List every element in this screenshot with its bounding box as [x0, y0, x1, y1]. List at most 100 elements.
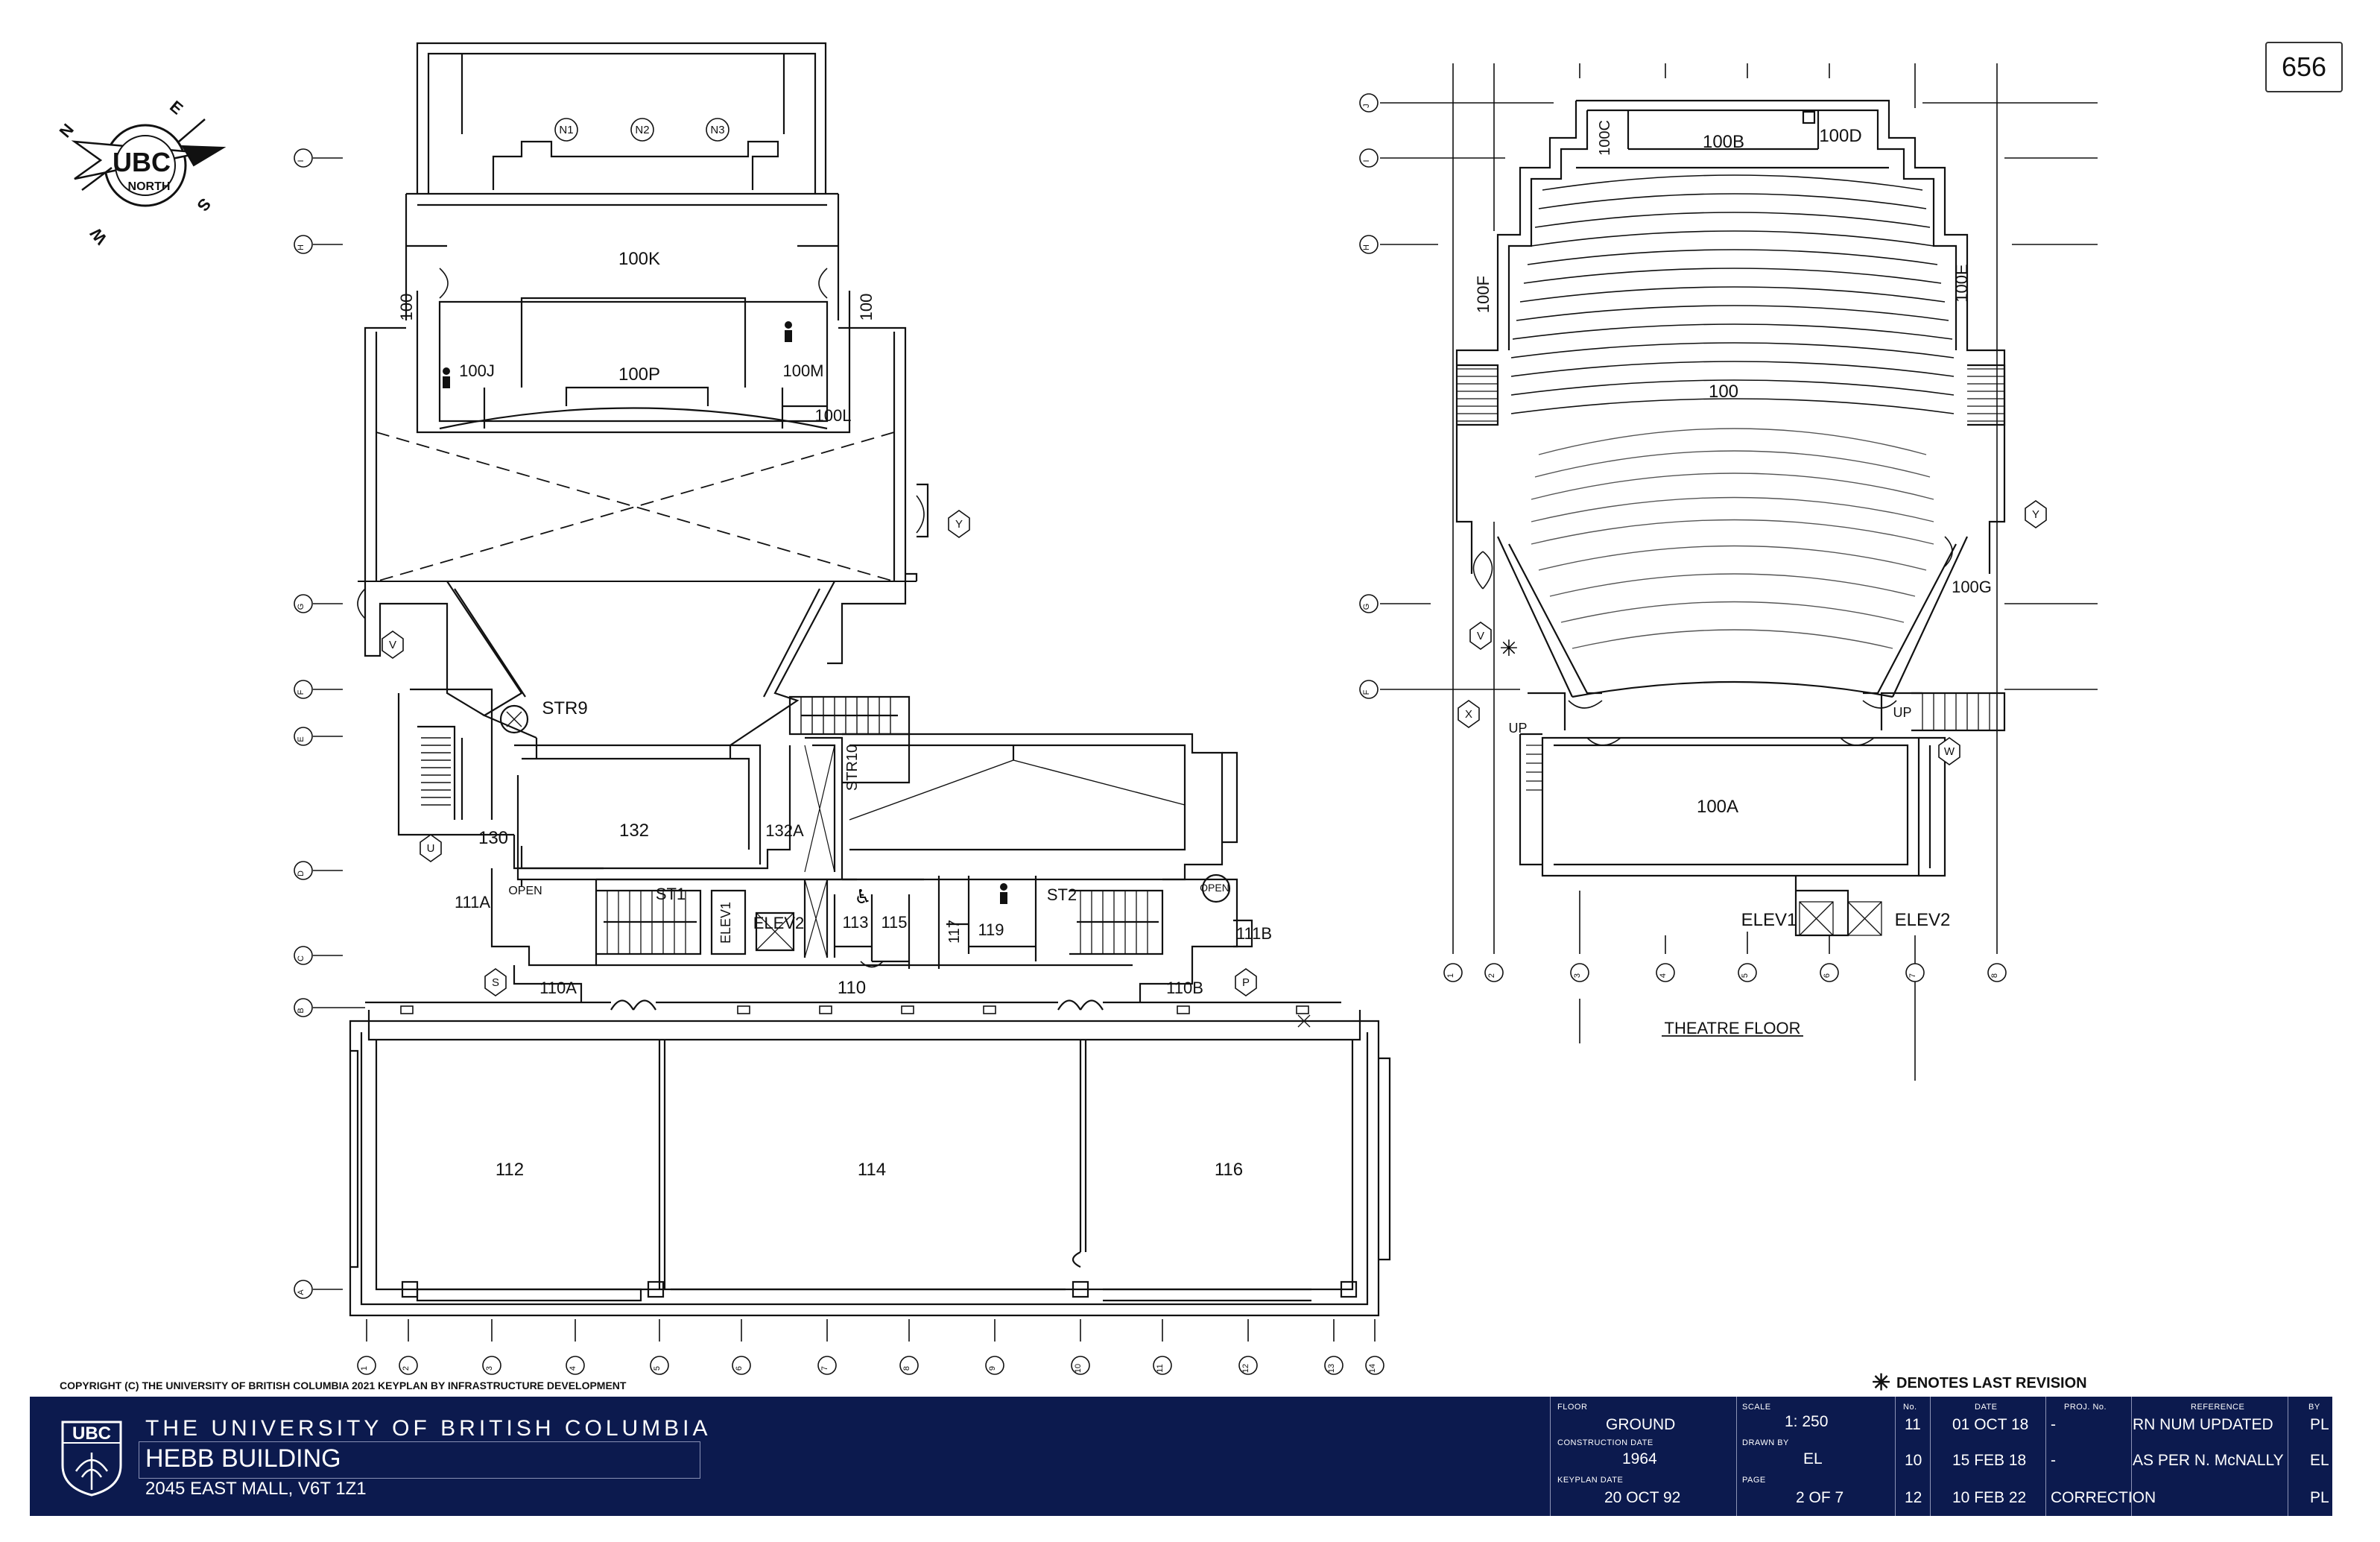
- grid-row-label: F: [297, 689, 306, 695]
- entry-marker-label: U: [427, 842, 435, 855]
- rev-proj-label: PROJ. No.: [2064, 1403, 2107, 1412]
- entry-marker-label: V: [389, 639, 396, 651]
- grid-row-label: G: [1362, 604, 1371, 610]
- revision-proj-no-cell: -: [2051, 1416, 2056, 1433]
- grid-row-label: B: [297, 1008, 306, 1013]
- room-label: UP: [1893, 705, 1911, 720]
- divider: [2131, 1397, 2132, 1516]
- grid-row-label: I: [1362, 159, 1371, 162]
- theatre-plan-title: THEATRE FLOOR: [1665, 1019, 1801, 1037]
- room-label: ELEV2: [1895, 910, 1951, 930]
- room-label: 113: [842, 913, 868, 932]
- grid-row-label: F: [1362, 689, 1371, 695]
- grid-column-label: 3: [485, 1366, 494, 1371]
- compass-east-letter: E: [166, 97, 186, 119]
- building-name: HEBB BUILDING: [145, 1444, 341, 1473]
- room-label: STR9: [542, 698, 587, 718]
- room-label: OPEN: [508, 885, 542, 897]
- grid-column-label: 5: [653, 1366, 662, 1371]
- grid-column-label: 5: [1741, 973, 1750, 978]
- grid-column-label: 8: [902, 1366, 911, 1371]
- grid-column-label: 6: [735, 1366, 744, 1371]
- grid-row-label: H: [1362, 244, 1371, 250]
- room-label: 115: [881, 913, 907, 932]
- room-label: 111B: [1236, 924, 1272, 943]
- rev-date-label: DATE: [1975, 1403, 1998, 1412]
- title-block: UBC THE UNIVERSITY OF BRITISH COLUMBIA H…: [30, 1397, 2332, 1516]
- room-label: 130: [478, 828, 508, 848]
- ubc-crest-icon: UBC: [61, 1421, 122, 1497]
- grid-row-label: H: [297, 244, 306, 250]
- construction-date-label: CONSTRUCTION DATE: [1557, 1438, 1653, 1447]
- revision-reference-cell: RN NUM UPDATED: [2133, 1416, 2273, 1433]
- room-label: 100E: [1952, 264, 1971, 302]
- room-label: UP: [1508, 721, 1527, 736]
- grid-column-label: 8: [1990, 973, 1999, 978]
- revision-no-cell: 11: [1905, 1416, 1921, 1433]
- grid-row-label: G: [297, 604, 306, 610]
- room-label: 114: [858, 1160, 886, 1180]
- rev-ref-label: REFERENCE: [2191, 1403, 2245, 1412]
- entry-marker-label: Y: [2032, 508, 2039, 521]
- room-label: ST1: [656, 885, 686, 903]
- room-label: ELEV1: [1741, 910, 1797, 930]
- grid-column-label: 1: [360, 1366, 369, 1371]
- room-label: 100M: [782, 361, 823, 380]
- revision-reference-cell: AS PER N. McNALLY: [2133, 1452, 2284, 1469]
- revision-no-cell: 12: [1905, 1489, 1922, 1506]
- drawn-by-label: DRAWN BY: [1742, 1438, 1789, 1447]
- entry-marker-label: W: [1944, 745, 1955, 758]
- grid-column-label: 9: [988, 1366, 997, 1371]
- north-arrow-compass: [71, 119, 227, 207]
- grid-row-label: A: [297, 1289, 306, 1295]
- grid-column-label: 7: [820, 1366, 829, 1371]
- grid-column-label: 12: [1241, 1364, 1250, 1373]
- room-label: ELEV1: [718, 902, 733, 944]
- floor-label: FLOOR: [1557, 1403, 1588, 1412]
- grid-column-label: 4: [1659, 973, 1668, 978]
- entry-marker-label: Y: [955, 518, 963, 531]
- room-label: 110A: [539, 979, 577, 997]
- room-label: 100G: [1952, 578, 1992, 596]
- entry-marker-label: P: [1242, 976, 1250, 989]
- construction-date-value: 1964: [1622, 1450, 1657, 1467]
- revision-no-cell: 10: [1905, 1452, 1922, 1469]
- entry-marker-label: V: [1477, 630, 1484, 642]
- svg-text:♿: ♿: [854, 886, 871, 909]
- room-label: 100F: [1474, 276, 1493, 313]
- divider: [1895, 1397, 1896, 1516]
- divider: [1736, 1397, 1737, 1516]
- room-label: 100K: [618, 249, 660, 269]
- room-label: 116: [1215, 1160, 1243, 1180]
- grid-row-label: D: [297, 870, 306, 876]
- room-label: 119: [978, 920, 1004, 939]
- badge-text: UBC: [72, 1423, 111, 1444]
- grid-column-label: 14: [1368, 1364, 1377, 1373]
- rev-by-label: BY: [2308, 1403, 2320, 1412]
- divider: [1550, 1397, 1551, 1516]
- entry-marker-label: N2: [635, 124, 649, 136]
- revision-date-cell: 10 FEB 22: [1952, 1489, 2027, 1506]
- room-label: 100: [857, 294, 876, 321]
- grid-column-label: 11: [1156, 1364, 1165, 1372]
- revision-by-cell: PL: [2310, 1489, 2329, 1506]
- room-label: 100: [1709, 382, 1738, 402]
- keyplan-date-value: 20 OCT 92: [1604, 1489, 1681, 1506]
- room-label: 111A: [455, 893, 490, 911]
- page-label: PAGE: [1742, 1476, 1766, 1485]
- room-label: 100P: [618, 364, 660, 385]
- grid-column-label: 3: [1573, 973, 1582, 978]
- floor-value: GROUND: [1606, 1416, 1676, 1433]
- room-label: ELEV2: [753, 914, 805, 932]
- room-label: 100L: [815, 406, 852, 425]
- keyplan-date-label: KEYPLAN DATE: [1557, 1476, 1624, 1485]
- compass-north-text: NORTH: [128, 180, 171, 193]
- room-label: 112: [496, 1160, 524, 1180]
- drawn-by-value: EL: [1803, 1450, 1823, 1467]
- room-label: OPEN: [1200, 882, 1229, 894]
- grid-row-label: E: [297, 736, 306, 742]
- divider: [2045, 1397, 2046, 1516]
- room-label: 100A: [1697, 797, 1738, 817]
- grid-column-label: 2: [1487, 973, 1496, 978]
